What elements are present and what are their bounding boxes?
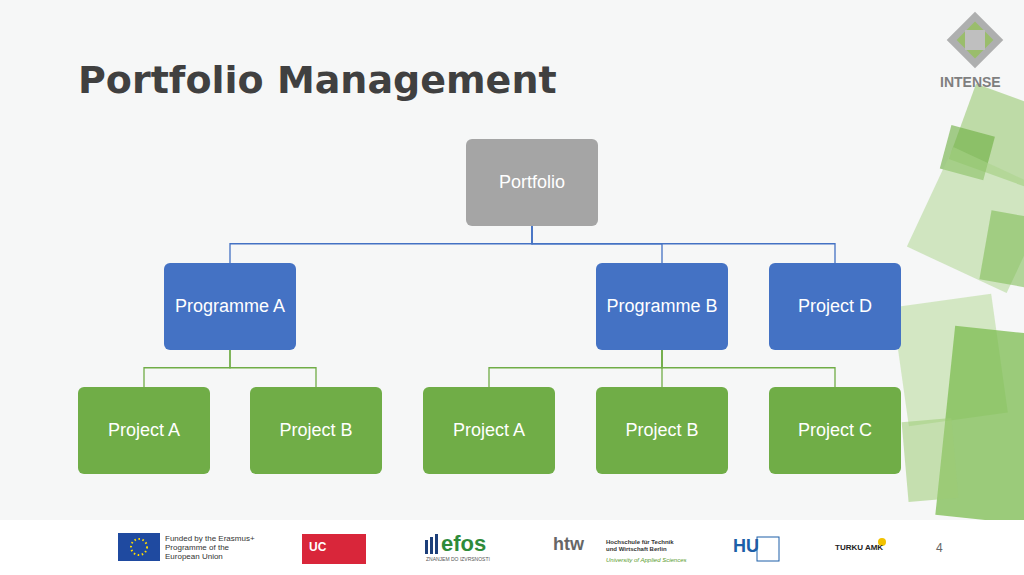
footer-band xyxy=(0,520,1024,575)
org-connector xyxy=(662,350,835,387)
box-text-group: Portfolio xyxy=(499,171,565,194)
logo-text: efos xyxy=(441,531,501,556)
box-text-group: Project D xyxy=(798,295,872,318)
programme-box: Programme A xyxy=(164,263,296,350)
logo-text: HU xyxy=(733,536,763,557)
uc-logo xyxy=(302,534,366,564)
logo-text: htw xyxy=(553,534,598,555)
box-text-group: Programme B xyxy=(606,295,717,318)
funding-note: Funded by the Erasmus+ Programme of the … xyxy=(165,534,260,562)
box-label: Project B xyxy=(625,419,698,442)
box-label: Project B xyxy=(279,419,352,442)
box-text-group: Project C xyxy=(798,419,872,442)
intense-logo-mark xyxy=(947,12,1004,69)
org-connector xyxy=(532,226,835,263)
logo-text: INTENSE xyxy=(940,74,1020,90)
logo-tagline: University of Applied Sciences xyxy=(606,557,706,564)
programme-box: Programme B xyxy=(596,263,728,350)
box-label: Programme A xyxy=(175,295,285,318)
efos-mark xyxy=(425,534,438,554)
project-box: Project B xyxy=(596,387,728,474)
box-label: Project C xyxy=(798,419,872,442)
project-box: Project D xyxy=(769,263,901,350)
box-text-group: Programme A xyxy=(175,295,285,318)
logo-tagline: ZNANJEM DO IZVRSNOSTI xyxy=(426,557,516,563)
logo-text: TURKU AMK xyxy=(835,543,895,552)
org-connector xyxy=(230,350,316,387)
project-box: Project C xyxy=(769,387,901,474)
org-connector xyxy=(489,350,662,387)
box-text-group: Project B xyxy=(625,419,698,442)
org-connector xyxy=(230,226,532,263)
eu-flag xyxy=(118,533,160,561)
box-text-group: Project A xyxy=(453,419,525,442)
project-box: Project A xyxy=(423,387,555,474)
box-label: Project A xyxy=(108,419,180,442)
hu-mark xyxy=(757,537,779,561)
box-label: Programme B xyxy=(606,295,717,318)
org-connector xyxy=(144,350,230,387)
project-box: Project B xyxy=(250,387,382,474)
portfolio-box: Portfolio xyxy=(466,139,598,226)
box-label: Project D xyxy=(798,295,872,318)
slide-title: Portfolio Management xyxy=(78,58,557,102)
box-text-group: Project A xyxy=(108,419,180,442)
org-connector xyxy=(532,226,662,263)
box-label: Project A xyxy=(453,419,525,442)
box-text-group: Project B xyxy=(279,419,352,442)
project-box: Project A xyxy=(78,387,210,474)
box-label: Portfolio xyxy=(499,171,565,194)
green-squares xyxy=(892,84,1024,524)
logo-tagline: Hochschule für Technik und Wirtschaft Be… xyxy=(606,539,686,553)
logo-text: UC xyxy=(309,541,339,555)
page-number: 4 xyxy=(936,542,956,556)
org-connector xyxy=(661,350,662,387)
